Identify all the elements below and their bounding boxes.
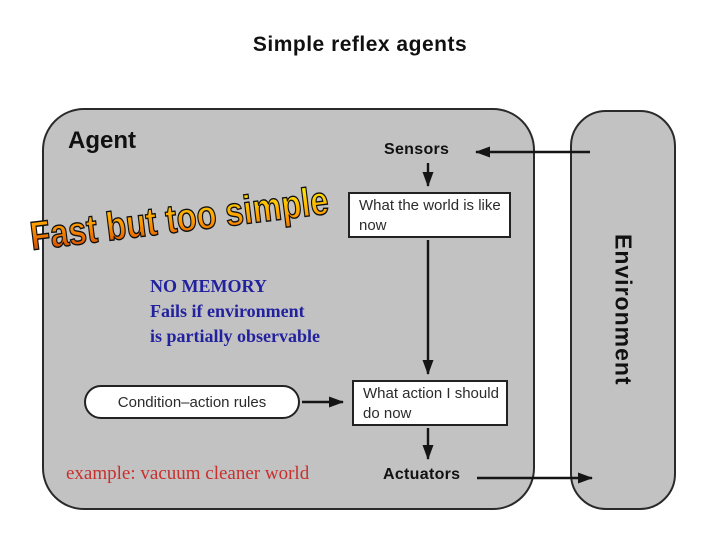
memory-note: NO MEMORY Fails if environment is partia… <box>150 274 320 349</box>
memory-note-line3: is partially observable <box>150 326 320 346</box>
sensors-label: Sensors <box>384 141 450 158</box>
wordart-text: Fast but too simple <box>28 179 331 259</box>
agent-box <box>42 108 535 510</box>
action-box: What action I should do now <box>352 380 508 426</box>
environment-box <box>570 110 676 510</box>
condition-action-rules-oval: Condition–action rules <box>84 385 300 419</box>
environment-label: Environment <box>610 234 637 386</box>
actuators-label: Actuators <box>383 466 461 483</box>
wordart-fast-but-too-simple: Fast but too simple <box>27 178 332 260</box>
percept-box: What the world is like now <box>348 192 511 238</box>
agent-label: Agent <box>68 127 136 154</box>
memory-note-line2: Fails if environment <box>150 301 305 321</box>
slide-title: Simple reflex agents <box>252 33 468 56</box>
memory-note-line1: NO MEMORY <box>150 276 267 296</box>
example-note: example: vacuum cleaner world <box>66 463 310 484</box>
